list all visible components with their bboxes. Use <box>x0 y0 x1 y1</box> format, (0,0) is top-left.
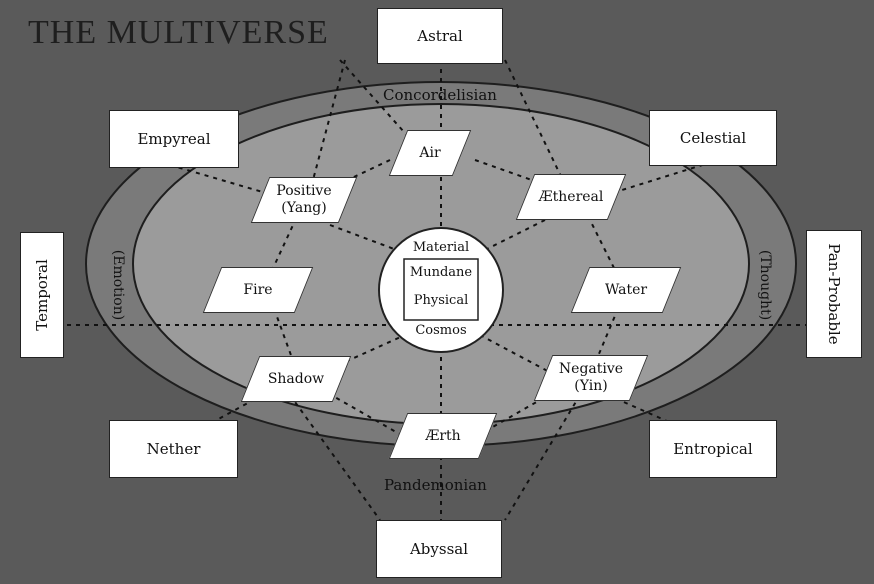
plane-positive: Positive (Yang) <box>250 177 358 223</box>
ring-label-thought: (Thought) <box>757 249 773 321</box>
ring-label-emotion: (Emotion) <box>110 249 126 321</box>
positive-label: Positive (Yang) <box>276 183 332 216</box>
plane-fire: Fire <box>202 267 314 313</box>
plane-abyssal: Abyssal <box>376 520 502 578</box>
plane-temporal: Temporal <box>20 232 64 358</box>
negative-label: Negative (Yin) <box>558 361 624 394</box>
shadow-label: Shadow <box>267 370 325 387</box>
plane-celestial: Celestial <box>649 110 777 166</box>
plane-aerth: Ærth <box>388 413 498 459</box>
core-cosmos: Cosmos <box>415 323 467 338</box>
aerth-label: Ærth <box>425 427 461 444</box>
aethereal-label: Æthereal <box>538 188 604 205</box>
plane-nether: Nether <box>109 420 238 478</box>
core-material: Material <box>412 240 470 255</box>
diagram-title: THE MULTIVERSE <box>28 14 329 51</box>
core-mundane: Mundane <box>409 265 473 280</box>
ring-label-pandemonian: Pandemonian <box>384 476 487 494</box>
fire-label: Fire <box>243 281 273 298</box>
core-physical: Physical <box>413 293 469 308</box>
central-square <box>403 258 479 321</box>
pan-probable-label: Pan-Probable <box>825 243 843 345</box>
air-label: Air <box>419 144 441 161</box>
plane-empyreal: Empyreal <box>109 110 239 168</box>
ring-label-concordelisian: Concordelisian <box>383 86 497 104</box>
plane-water: Water <box>570 267 682 313</box>
plane-astral: Astral <box>377 8 503 64</box>
plane-entropical: Entropical <box>649 420 777 478</box>
plane-pan-probable: Pan-Probable <box>806 230 862 358</box>
temporal-label: Temporal <box>33 259 51 331</box>
plane-shadow: Shadow <box>240 356 352 402</box>
plane-air: Air <box>388 130 472 176</box>
plane-aethereal: Æthereal <box>515 174 627 220</box>
plane-negative: Negative (Yin) <box>533 355 649 401</box>
water-label: Water <box>604 281 648 298</box>
